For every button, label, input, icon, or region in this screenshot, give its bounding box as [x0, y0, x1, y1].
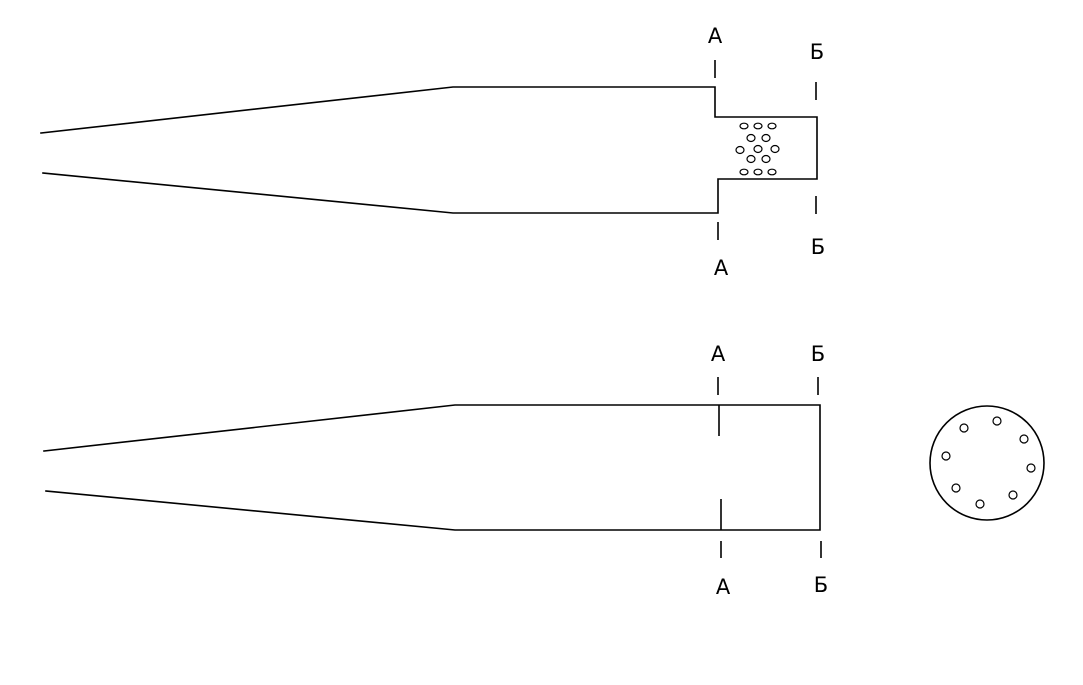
hole [746, 133, 756, 143]
hole [767, 122, 777, 130]
top-part-perforation [735, 122, 780, 176]
end-view-hole [959, 423, 969, 433]
hole [753, 122, 763, 130]
end-view-outline [929, 405, 1045, 521]
top-label-b-upper: Б [810, 40, 824, 64]
hole [746, 154, 756, 164]
end-view [929, 405, 1045, 521]
bottom-label-b-lower: Б [814, 573, 828, 597]
end-view-hole [1008, 490, 1018, 500]
bottom-part: А А Б Б [43, 342, 828, 599]
top-label-a-lower: А [714, 256, 729, 280]
hole [761, 154, 771, 164]
end-view-hole [951, 483, 961, 493]
top-part-upper-outline [40, 86, 818, 214]
hole [753, 168, 763, 176]
hole [735, 145, 745, 155]
top-label-a-upper: А [708, 24, 723, 48]
top-label-b-lower: Б [811, 235, 825, 259]
end-view-hole [1019, 434, 1029, 444]
end-view-hole [941, 451, 951, 461]
hole [753, 144, 763, 154]
top-part: А А Б Б [40, 24, 825, 280]
bottom-label-a-lower: А [716, 575, 731, 599]
hole [767, 168, 777, 176]
hole [739, 168, 749, 176]
end-view-hole [992, 416, 1002, 426]
bottom-part-outline [43, 404, 821, 531]
bottom-label-a-upper: А [711, 342, 726, 366]
hole [770, 144, 780, 154]
hole [761, 133, 771, 143]
hole [739, 122, 749, 130]
bottom-label-b-upper: Б [811, 342, 825, 366]
end-view-hole [1026, 463, 1036, 473]
end-view-hole [975, 499, 985, 509]
